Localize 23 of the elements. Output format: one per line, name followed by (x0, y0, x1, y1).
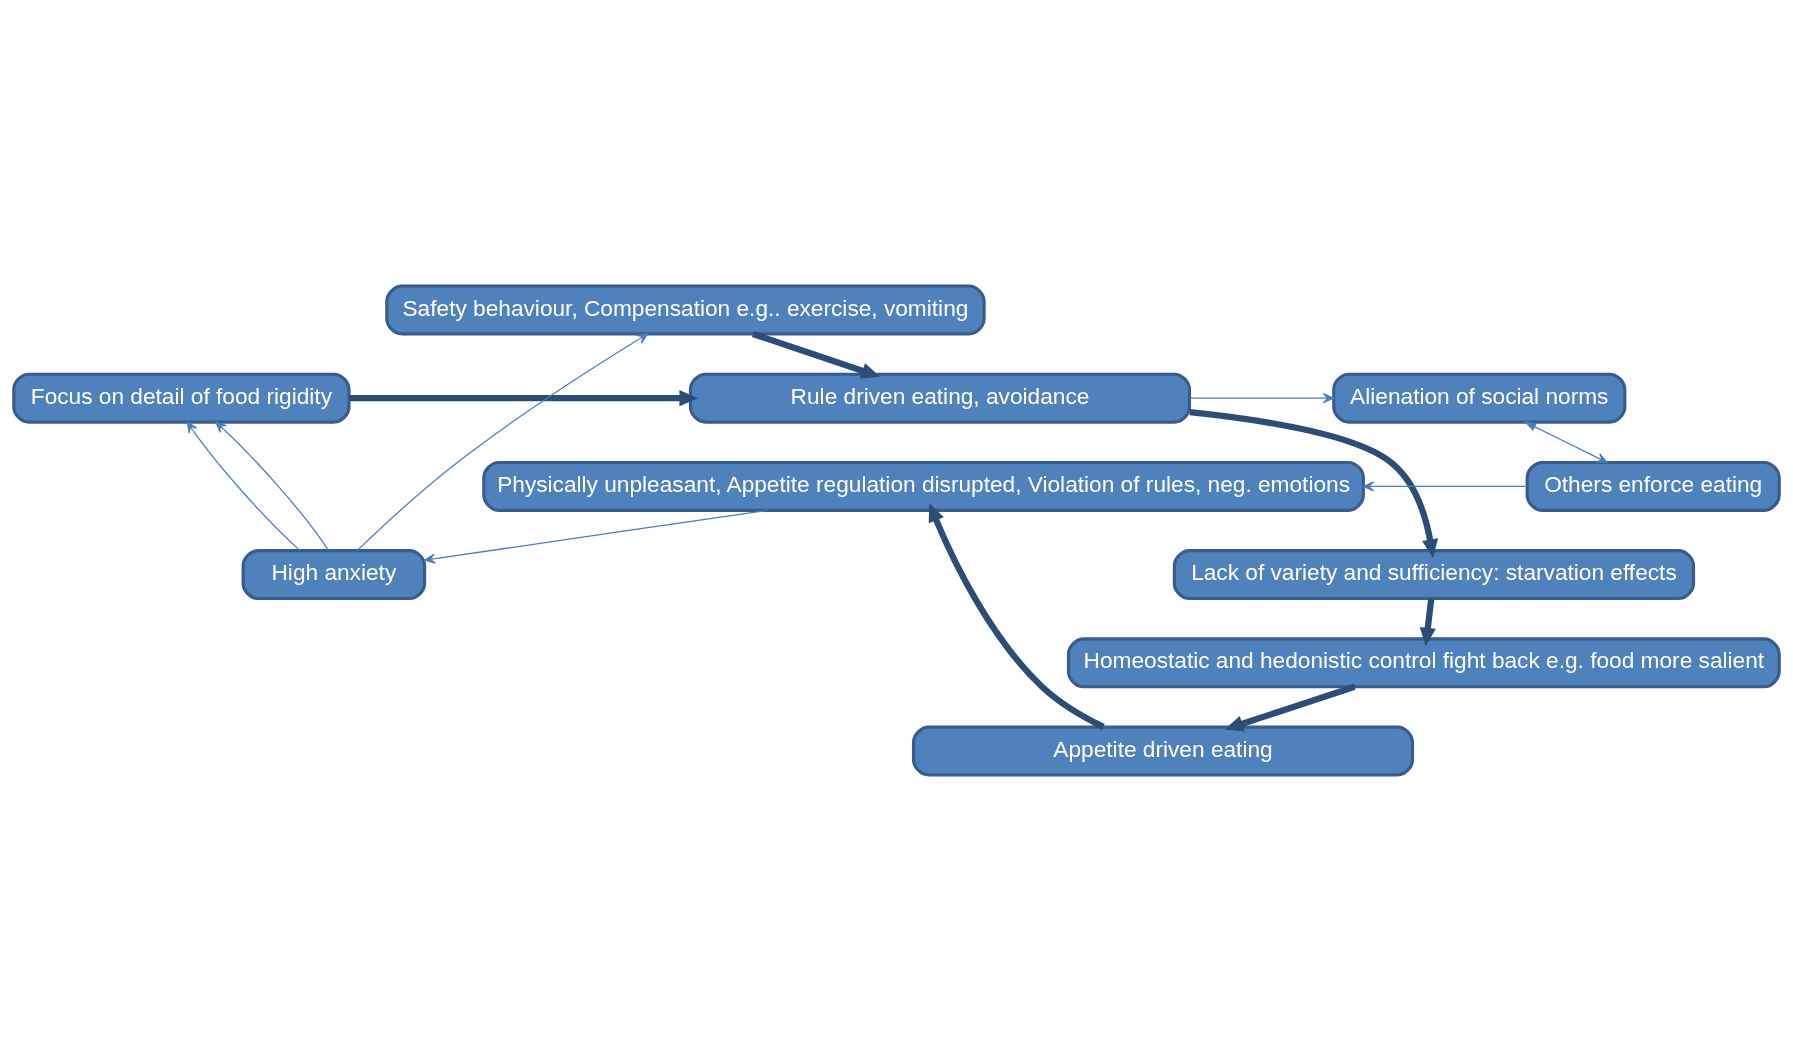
node-box: Rule driven eating, avoidance (688, 372, 1192, 424)
arrow (424, 509, 768, 564)
node-box: Safety behaviour, Compensation e.g.. exercise, vomiting (385, 284, 986, 336)
node-box: Others enforce eating (1525, 460, 1781, 512)
arrow (186, 421, 301, 552)
arrow (928, 503, 1105, 730)
node-box: Alienation of social norms (1332, 372, 1627, 424)
arrow (1419, 598, 1436, 647)
arrow (751, 331, 880, 379)
node-box: Lack of variety and sufficiency: starvation effects (1172, 549, 1696, 601)
node-box: High anxiety (241, 549, 427, 601)
arrow (1523, 421, 1608, 463)
arrow (1189, 409, 1439, 558)
arrow (356, 333, 649, 552)
arrow (1224, 683, 1356, 732)
node-box: Homeostatic and hedonistic control fight back e.g. food more salient (1066, 637, 1781, 689)
node-box: Focus on detail of food rigidity (12, 372, 351, 424)
arrow (1189, 393, 1334, 404)
arrow (215, 421, 330, 552)
node-box: Physically unpleasant, Appetite regulation disrupted, Violation of rules, neg. emotions (482, 460, 1365, 512)
node-box: Appetite driven eating (911, 725, 1415, 777)
arrow (1362, 481, 1528, 492)
arrow (349, 390, 699, 407)
